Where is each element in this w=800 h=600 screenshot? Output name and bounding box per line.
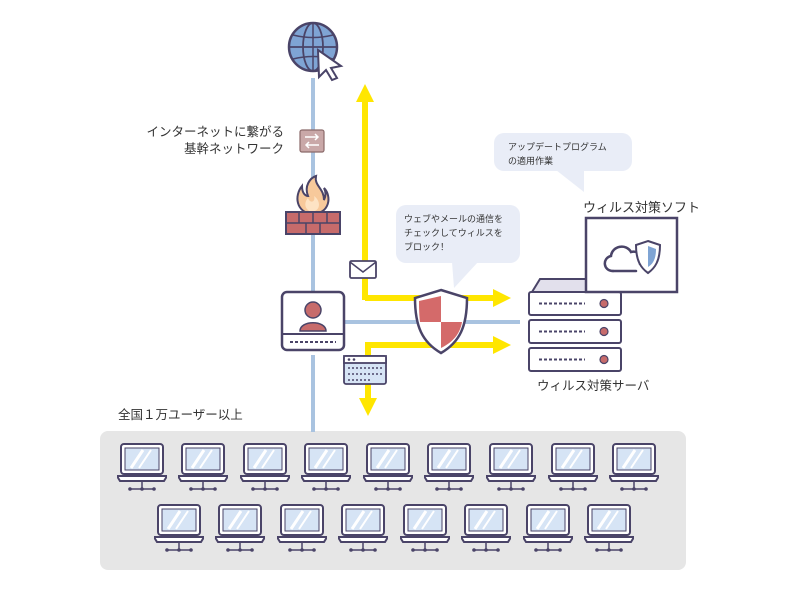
- check-bubble-line2: チェックしてウィルスを: [404, 228, 503, 239]
- update-bubble: アップデートプログラム の適用作業: [494, 133, 632, 192]
- update-bubble-line1: アップデートプログラム: [508, 141, 607, 153]
- check-bubble-line1: ウェブやメールの通信を: [404, 213, 503, 225]
- software-label: ウィルス対策ソフト: [583, 200, 700, 216]
- check-bubble-line3: ブロック！: [404, 241, 449, 253]
- antivirus-software-card: [584, 216, 679, 294]
- shield-icon: [413, 288, 469, 355]
- check-bubble: ウェブやメールの通信を チェックしてウィルスを ブロック！: [396, 205, 520, 288]
- backbone-label-line2: 基幹ネットワーク: [184, 141, 284, 156]
- rack-server-icon: [528, 278, 622, 372]
- browser-icon: [343, 355, 387, 385]
- fire-icon: [296, 174, 330, 216]
- update-bubble-line2: の適用作業: [508, 155, 553, 167]
- switch-icon: [299, 129, 325, 153]
- envelope-icon: [349, 260, 377, 279]
- backbone-label-line1: インターネットに繋がる: [146, 124, 284, 139]
- server-label: ウィルス対策サーバ: [537, 378, 649, 393]
- users-label: 全国１万ユーザー以上: [118, 407, 243, 422]
- mini-shield-icon: [634, 239, 662, 275]
- firewall-icon: [285, 211, 341, 235]
- cursor-icon: [316, 48, 344, 82]
- gateway-server-icon: [280, 290, 346, 352]
